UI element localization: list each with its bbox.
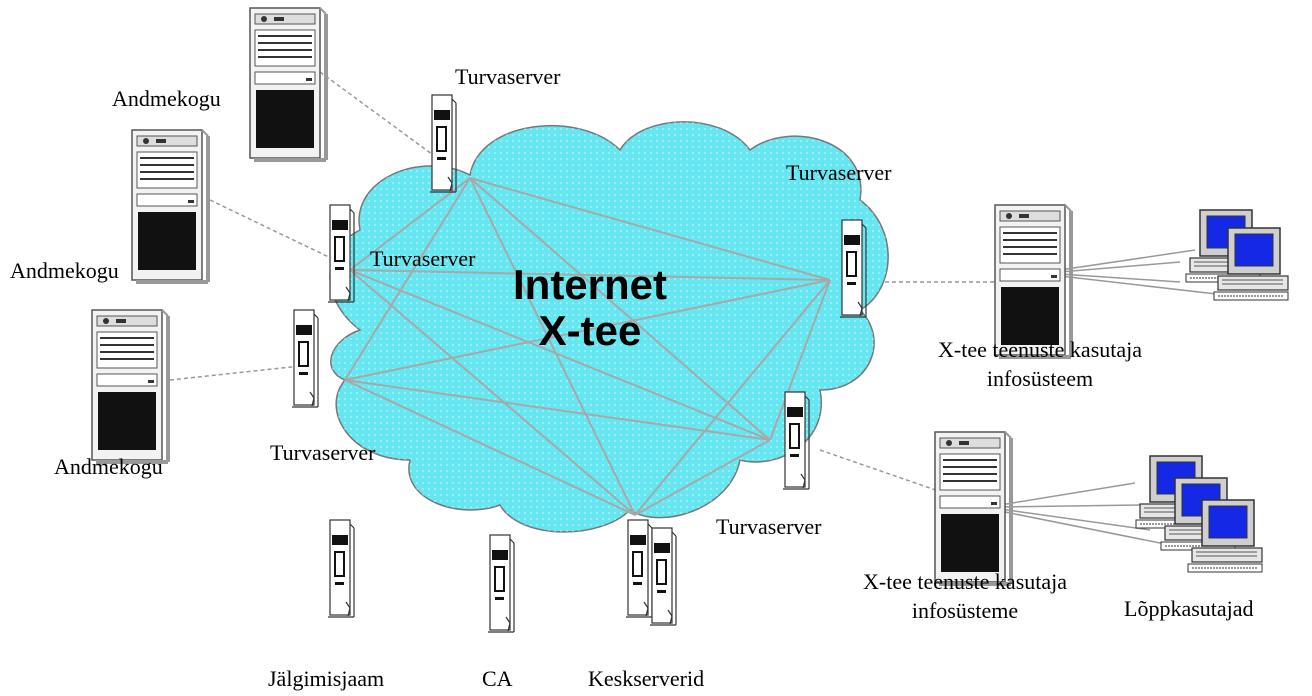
label-monitoring-station: Jälgimisjaam (268, 666, 385, 691)
pc-links (999, 249, 1226, 546)
label-turvaserver-bottom-right: Turvaserver (716, 514, 822, 539)
label-user-info-system-1: X-tee teenuste kasutaja infosüsteem (938, 336, 1142, 393)
label-user-info-system-2: X-tee teenuste kasutaja infosüsteme (863, 568, 1067, 625)
label-andmekogu-2: Andmekogu (10, 258, 119, 283)
central-server-icon (649, 527, 677, 626)
label-turvaserver-top: Turvaserver (455, 64, 561, 89)
central-server-icon (625, 519, 653, 618)
label-ca: CA (482, 666, 513, 691)
user-info-system-server-icon (993, 203, 1073, 359)
label-user-info-system-2-line2: infosüsteme (911, 597, 1019, 623)
label-turvaserver-right: Turvaserver (786, 160, 892, 185)
label-andmekogu-3: Andmekogu (54, 454, 163, 479)
label-andmekogu-1: Andmekogu (112, 86, 221, 111)
security-server-icon (782, 391, 810, 490)
cloud-title-line1: Internet (512, 261, 668, 308)
label-turvaserver-bottom-left: Turvaserver (270, 440, 376, 465)
ca-server-icon (487, 534, 515, 633)
database-server-icon (130, 128, 210, 284)
security-server-icon (839, 219, 867, 318)
database-server-icon (90, 308, 170, 464)
mesh-links (344, 177, 831, 516)
security-server-icon (291, 309, 319, 408)
label-user-info-system-1-line1: X-tee teenuste kasutaja (937, 337, 1143, 362)
label-turvaserver-left: Turvaserver (370, 246, 476, 271)
label-user-info-system-1-line2: infosüsteem (986, 365, 1094, 391)
security-server-icon (327, 204, 355, 303)
user-info-system-server-icon (933, 430, 1013, 586)
label-central-servers: Keskserverid (588, 666, 705, 691)
access-links (169, 71, 1000, 496)
security-server-icon (429, 94, 457, 193)
database-server-icon (248, 6, 328, 162)
cloud-title: Internet X-tee (512, 261, 668, 355)
monitoring-station-icon (327, 519, 355, 618)
internet-cloud (329, 121, 889, 533)
cloud-title-line2: X-tee (538, 307, 642, 355)
label-user-info-system-2-line1: X-tee teenuste kasutaja (862, 569, 1068, 594)
label-end-users: Lõppkasutajad (1124, 596, 1254, 621)
